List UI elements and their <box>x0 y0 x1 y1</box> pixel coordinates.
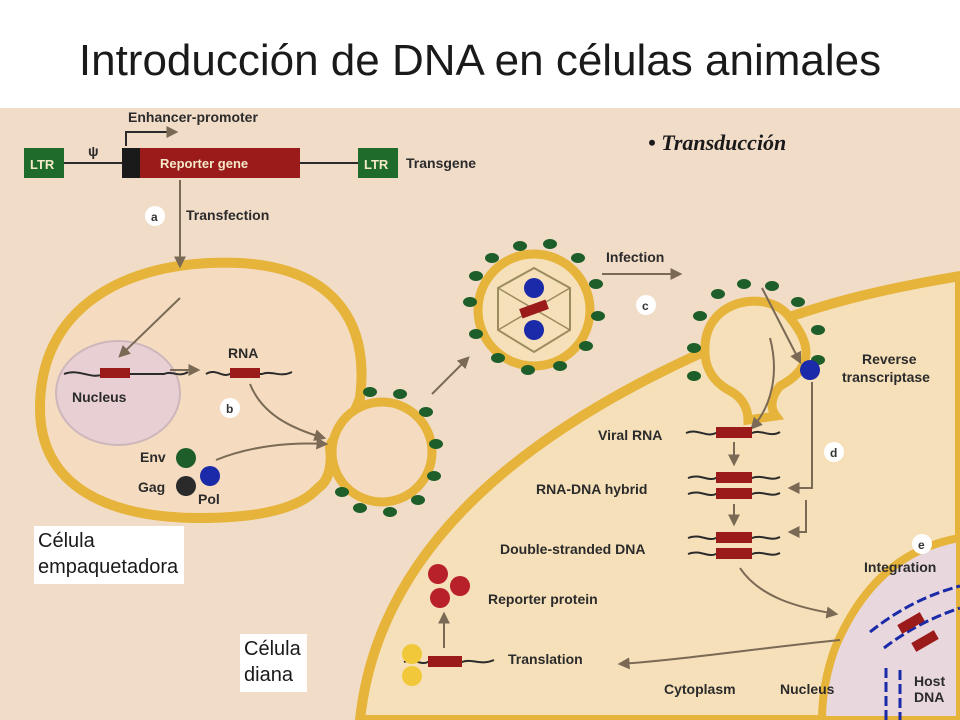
env-protein <box>176 448 196 468</box>
proteins-to-bud-arrow <box>215 437 329 461</box>
translation-arrow <box>617 639 841 670</box>
bullet-transduccion: • Transducción <box>648 130 786 156</box>
nucleus-left-label: Nucleus <box>72 389 127 405</box>
ltr-right-box <box>358 148 398 178</box>
ltr-left-box <box>24 148 64 178</box>
reporter-protein-label: Reporter protein <box>488 591 598 607</box>
slide-title: Introducción de DNA en células animales <box>78 36 882 85</box>
ribosome-top <box>402 644 422 664</box>
double-stranded-dna-label: Double-stranded DNA <box>500 541 645 557</box>
step-d-badge <box>824 442 844 462</box>
transfection-label: Transfection <box>186 207 269 223</box>
to-rt-arrow <box>761 287 802 365</box>
virion-core-protein <box>524 278 544 298</box>
release-arrow <box>431 356 470 395</box>
nucleus-dna <box>63 371 189 377</box>
packaging-nucleus <box>55 340 181 446</box>
infection-label: Infection <box>606 249 664 265</box>
bullet-dot: • <box>648 130 662 155</box>
dsdna-reporter-bottom <box>716 548 752 559</box>
translation-label: Translation <box>508 651 583 667</box>
rt-to-hybrid-arrow <box>787 382 813 494</box>
dsdna-reporter-top <box>716 532 752 543</box>
reporter-gene-box <box>140 148 300 178</box>
infection-bud <box>700 296 811 426</box>
virion-genome <box>519 299 549 319</box>
rna-reporter <box>230 368 260 378</box>
integration-arrow <box>739 567 839 619</box>
ribosome-bottom <box>402 666 422 686</box>
reverse-transcriptase-label-2: transcriptase <box>842 369 930 385</box>
step-a-badge <box>145 206 165 226</box>
target-cell-label: Célula diana <box>240 634 307 692</box>
ltr-right-label: LTR <box>364 157 389 172</box>
reporter-protein-3 <box>430 588 450 608</box>
env-spikes <box>335 239 825 517</box>
viral-rna-reporter <box>716 427 752 438</box>
step-b-label: b <box>226 402 233 416</box>
enhancer-block <box>122 148 140 178</box>
step-c-label: c <box>642 299 649 313</box>
enhancer-promoter-label: Enhancer-promoter <box>128 109 258 125</box>
reverse-transcriptase-protein <box>800 360 820 380</box>
host-dna-label-1: Host <box>914 673 945 689</box>
bullet-text: Transducción <box>661 130 787 155</box>
pol-label: Pol <box>198 491 220 507</box>
hybrid-to-dsdna-arrow <box>787 500 807 538</box>
target-nucleus <box>817 533 960 720</box>
enhancer-arrow <box>125 126 179 146</box>
reverse-transcriptase-label-1: Reverse <box>862 351 917 367</box>
step-c-badge <box>636 295 656 315</box>
host-dna-strand-1 <box>869 584 960 634</box>
to-nucleus-arrow <box>118 297 181 358</box>
mrna-reporter <box>428 656 462 667</box>
entry-arrow <box>750 337 775 430</box>
step-d-label: d <box>830 446 837 460</box>
host-dna-label-2: DNA <box>914 689 944 705</box>
step-b-badge <box>220 398 240 418</box>
packaging-cell-label: Célula empaquetadora <box>34 526 185 584</box>
rna-label: RNA <box>228 345 258 361</box>
step-e-label: e <box>918 538 925 552</box>
rna-dna-hybrid-label: RNA-DNA hybrid <box>536 481 647 497</box>
integrated-reporter-2 <box>911 630 939 652</box>
retroviral-transduction-diagram: LTR ψ Reporter gene Enhancer-promoter LT… <box>0 108 960 720</box>
nucleus-right-label: Nucleus <box>780 681 835 697</box>
rna-to-bud-arrow <box>249 383 327 442</box>
budding-virion <box>327 397 437 507</box>
env-label: Env <box>140 449 166 465</box>
hybrid-reporter-top <box>716 472 752 483</box>
integration-label: Integration <box>864 559 936 575</box>
transgene-label: Transgene <box>406 155 476 171</box>
reporter-protein-1 <box>428 564 448 584</box>
viral-rna-label: Viral RNA <box>598 427 662 443</box>
virion-core-protein <box>524 320 544 340</box>
reporter-protein-2 <box>450 576 470 596</box>
nucleus-reporter <box>100 368 130 378</box>
cytoplasm-label: Cytoplasm <box>664 681 736 697</box>
integrated-reporter-1 <box>897 612 925 634</box>
gag-label: Gag <box>138 479 165 495</box>
gag-protein <box>176 476 196 496</box>
psi-label: ψ <box>88 143 99 159</box>
step-e-badge <box>912 534 932 554</box>
step-a-label: a <box>151 210 158 224</box>
pol-protein <box>200 466 220 486</box>
host-dna-strand-2 <box>883 606 960 650</box>
hybrid-reporter-bottom <box>716 488 752 499</box>
ltr-left-label: LTR <box>30 157 55 172</box>
reporter-gene-label: Reporter gene <box>160 156 248 171</box>
